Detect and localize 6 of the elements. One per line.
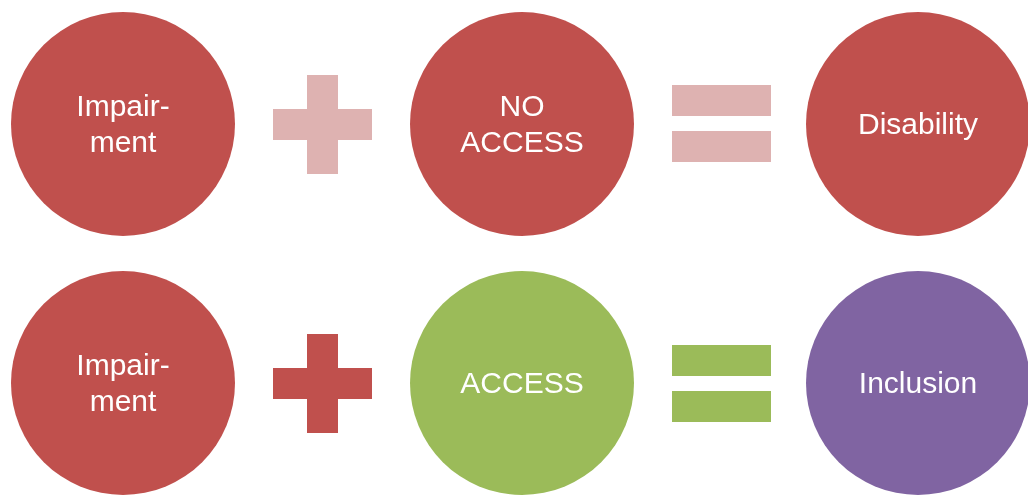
circle-label: Disability — [857, 106, 979, 142]
circle-label: NO ACCESS — [459, 88, 585, 160]
circle-label: Impair- ment — [75, 88, 171, 160]
circle-label: ACCESS — [459, 365, 585, 401]
circle-label: Impair- ment — [75, 347, 171, 419]
circle-label: Inclusion — [857, 365, 979, 401]
